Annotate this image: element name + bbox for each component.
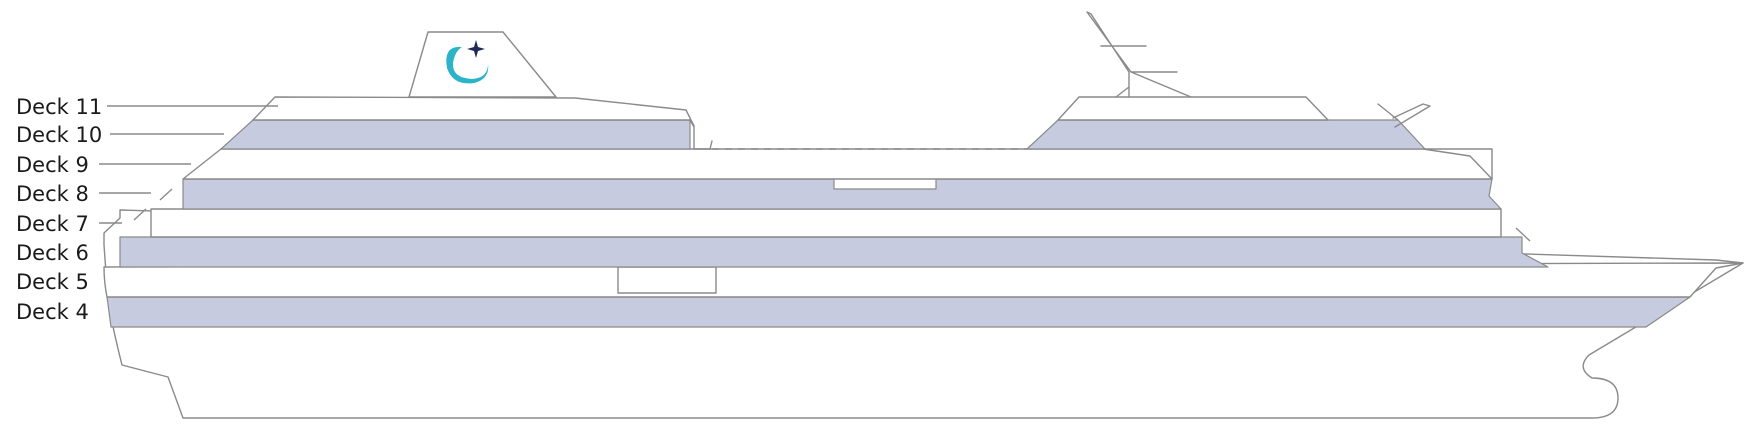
deck-band-11: [252, 96, 695, 127]
funnel: [408, 31, 557, 98]
bow-mast: [1377, 103, 1431, 128]
deck-label-9: Deck 9: [16, 153, 89, 177]
deck-9-bow-rail: [1422, 148, 1493, 180]
deck-band-5: [103, 262, 1744, 298]
deck-band-9: [182, 148, 1493, 180]
mast: [1086, 11, 1192, 98]
deck-label-10: Deck 10: [16, 123, 102, 147]
bridge-top: [1057, 96, 1329, 121]
deck-band-4: [106, 296, 1691, 328]
deck-band-7: [150, 208, 1502, 238]
deck-8-leader-dash: [159, 188, 173, 201]
deck-label-8: Deck 8: [16, 182, 89, 206]
logo: [446, 40, 489, 84]
deck-label-6: Deck 6: [16, 241, 89, 265]
deck-label-11: Deck 11: [16, 95, 102, 119]
deck-band-10: [220, 119, 691, 150]
deck-labels: Deck 11 Deck 10 Deck 9 Deck 8 Deck 7 Dec…: [16, 95, 102, 324]
deck-5-opening: [617, 266, 717, 294]
deck-band-10-fwd: [1026, 119, 1426, 150]
crescent-star-icon: [446, 46, 489, 84]
deck-band-6: [119, 236, 1549, 268]
deck-6-bow-line: [1515, 227, 1531, 242]
deck-label-7: Deck 7: [16, 212, 89, 236]
deck-band-8: [182, 178, 1502, 210]
star-icon: [467, 40, 485, 58]
deck-label-5: Deck 5: [16, 270, 89, 294]
deck-7-leader-dash: [133, 208, 147, 221]
deck-label-4: Deck 4: [16, 300, 89, 324]
leader-lines: [99, 105, 278, 224]
